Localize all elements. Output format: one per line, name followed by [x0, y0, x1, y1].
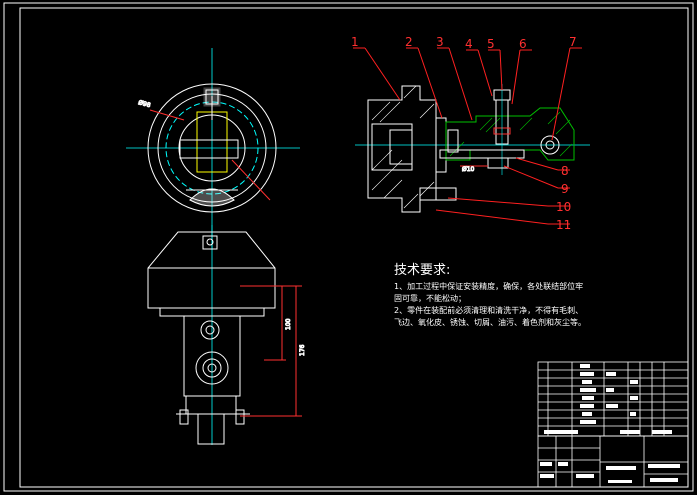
parts-list-entries	[544, 364, 672, 434]
dim-section: Ø10	[462, 166, 475, 173]
title-block	[537, 435, 689, 488]
part-number-2: 2	[405, 35, 413, 49]
part-number-labels: 1 2 3 4 5 6 7 8 9 10 11	[351, 35, 577, 232]
part-number-6: 6	[519, 37, 527, 51]
tech-requirement-line-2: 固可靠，不能松动；	[394, 293, 466, 303]
part-number-1: 1	[351, 35, 359, 49]
tech-requirements: 技术要求: 1、加工过程中保证安装精度，确保，各处联结部位牢 固可靠，不能松动；…	[394, 263, 586, 327]
leader-lines	[353, 47, 582, 225]
part-number-5: 5	[487, 37, 495, 51]
part-number-8: 8	[561, 164, 569, 178]
tech-requirement-line-3: 2、零件在装配前必须清理和清洗干净，不得有毛刺、	[394, 305, 583, 315]
part-number-11: 11	[556, 218, 571, 232]
dim-vertical-2: 176	[299, 344, 306, 356]
section-view: Ø10	[355, 84, 590, 213]
part-number-4: 4	[465, 37, 473, 51]
part-number-7: 7	[569, 35, 577, 49]
dim-diameter: Ø98	[137, 99, 151, 109]
part-number-9: 9	[561, 182, 569, 196]
tech-requirement-line-1: 1、加工过程中保证安装精度，确保，各处联结部位牢	[394, 281, 583, 291]
tech-requirements-title: 技术要求:	[394, 263, 450, 278]
end-view: Ø98	[126, 48, 300, 250]
part-number-10: 10	[556, 200, 571, 214]
inner-frame	[19, 7, 689, 488]
part-number-3: 3	[436, 35, 444, 49]
tech-requirement-line-4: 飞边、氧化皮、锈蚀、切屑、油污、着色剂和灰尘等。	[394, 317, 586, 327]
title-block-entries	[540, 462, 680, 483]
dim-vertical-1: 100	[285, 318, 292, 330]
parts-list-table	[537, 361, 689, 437]
outer-frame	[3, 2, 694, 492]
front-view: 100 176	[147, 225, 307, 445]
